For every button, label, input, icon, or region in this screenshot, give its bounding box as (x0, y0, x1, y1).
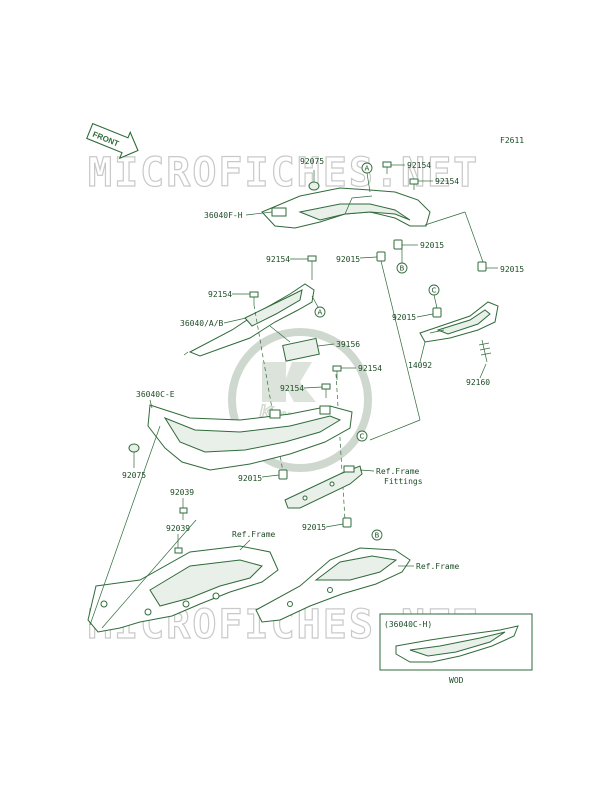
label-ref-frame-fittings-1: Ref.Frame (376, 467, 420, 476)
label-92154-c: 92154 (266, 255, 290, 264)
screw-92154-c (307, 255, 317, 280)
grommet-top (308, 181, 320, 191)
grommet-bottom (128, 443, 140, 453)
watermark-top: MICROFICHES.NET (88, 150, 479, 196)
collar-92015-e (278, 469, 288, 480)
svg-text:C: C (432, 287, 437, 295)
label-92015-f: 92015 (302, 523, 326, 532)
bolt-92160 (478, 339, 492, 363)
bolt-92039-b (174, 547, 183, 554)
collar-92015-f (342, 517, 352, 528)
frame-fittings-bracket (284, 465, 363, 509)
svg-text:A: A (318, 309, 323, 317)
label-92015-c: 92015 (500, 265, 524, 274)
screw-92154-e (332, 365, 342, 380)
collar-92015-a (376, 251, 386, 262)
label-92160: 92160 (466, 378, 490, 387)
label-92154-f: 92154 (280, 384, 304, 393)
svg-text:A: A (365, 165, 370, 173)
screw-92154-a (382, 161, 392, 174)
label-92154-e: 92154 (358, 364, 382, 373)
callout-c-lower: C (356, 430, 368, 442)
label-ref-frame-b: Ref.Frame (416, 562, 460, 571)
label-92039-a: 92039 (170, 488, 194, 497)
collar-92015-c (477, 261, 487, 272)
plate-39156 (282, 337, 320, 362)
label-14092: 14092 (408, 361, 432, 370)
label-36040c-e: 36040C-E (136, 390, 175, 399)
callout-a-left: A (311, 295, 326, 318)
label-92015-e: 92015 (238, 474, 262, 483)
upper-seat-cowl-part (261, 187, 431, 229)
cover-14092-part (419, 301, 499, 343)
label-39156: 39156 (336, 340, 360, 349)
screw-92154-f (321, 383, 331, 398)
label-36040f-h: 36040F-H (204, 211, 243, 220)
lower-side-cowl-part (147, 404, 353, 471)
label-92039-b: 92039 (166, 524, 190, 533)
callout-a-upper: A (361, 162, 373, 193)
label-92015-d: 92015 (392, 313, 416, 322)
label-92154-d: 92154 (208, 290, 232, 299)
inset-label: (36040C-H) (384, 620, 432, 629)
svg-text:C: C (360, 433, 365, 441)
screw-92154-d (249, 291, 259, 305)
svg-text:B: B (375, 532, 380, 540)
rear-subframe-left (87, 545, 279, 633)
side-cover-36040-ab-part (183, 283, 315, 357)
inset-variant-box: (36040C-H) WOD (379, 613, 533, 685)
label-92075-top: 92075 (300, 157, 324, 166)
label-92075-bottom: 92075 (122, 471, 146, 480)
callout-b-upper: B (396, 249, 408, 274)
callout-b-lower: B (371, 529, 383, 541)
svg-text:B: B (400, 265, 405, 273)
inset-caption: WOD (449, 676, 464, 685)
label-92015-a: 92015 (336, 255, 360, 264)
bolt-92039-a (179, 507, 188, 520)
label-92154-b: 92154 (435, 177, 459, 186)
collar-92015-b (393, 239, 403, 250)
callout-c-right: C (428, 284, 440, 309)
label-ref-frame-a: Ref.Frame (232, 530, 276, 539)
label-92154-a: 92154 (407, 161, 431, 170)
rear-subframe-right (255, 547, 411, 623)
label-36040-ab: 36040/A/B (180, 319, 224, 328)
label-ref-frame-fittings-2: Fittings (384, 477, 423, 486)
label-92015-b: 92015 (420, 241, 444, 250)
figure-code: F2611 (500, 136, 524, 145)
collar-92015-d (432, 307, 442, 318)
screw-92154-b (409, 178, 419, 190)
